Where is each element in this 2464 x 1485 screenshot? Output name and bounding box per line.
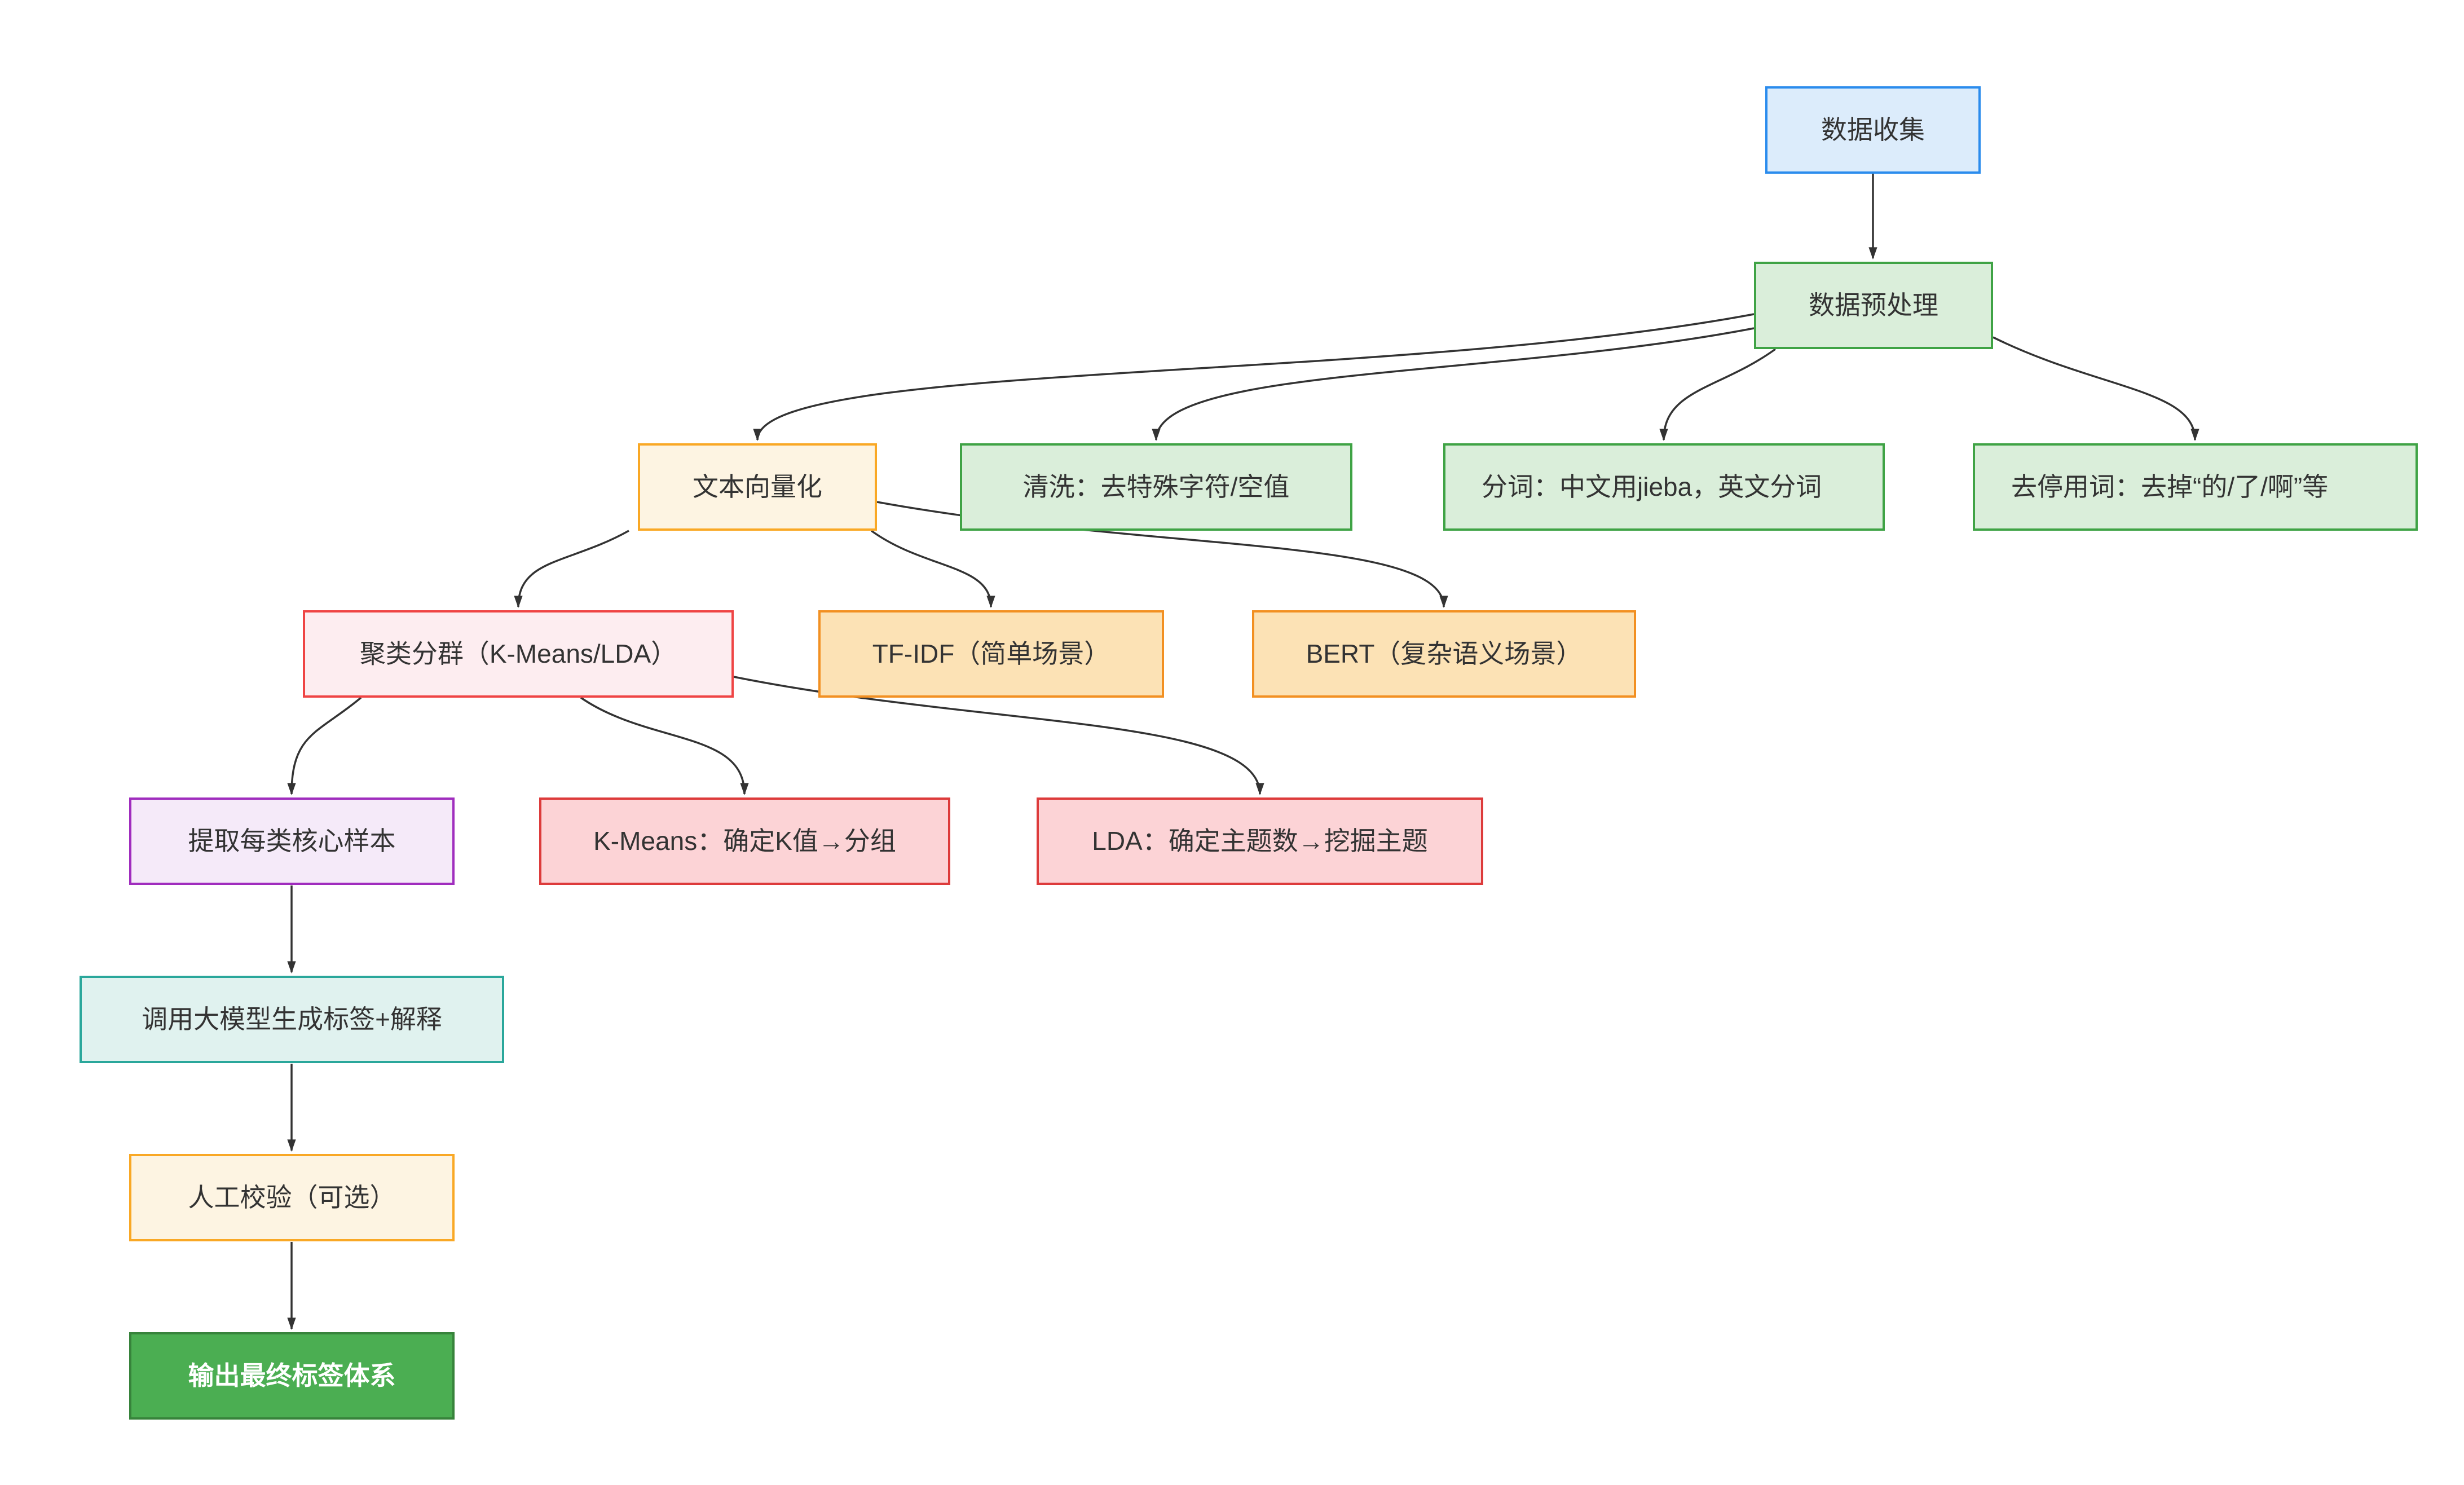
node-label: 调用大模型生成标签+解释 xyxy=(142,1004,442,1034)
node-label: BERT（复杂语义场景） xyxy=(1306,638,1583,668)
edge-preprocess-to-clean xyxy=(1152,327,1755,442)
node-llm: 调用大模型生成标签+解释 xyxy=(80,976,504,1063)
node-label: K-Means：确定K值→分组 xyxy=(593,826,896,856)
node-collect: 数据收集 xyxy=(1765,86,1981,174)
node-label: 数据收集 xyxy=(1821,114,1925,144)
node-label: 人工校验（可选） xyxy=(188,1182,396,1212)
node-label: 分词：中文用jieba，英文分词 xyxy=(1482,472,1822,501)
edge-cluster-to-samples xyxy=(287,697,362,796)
node-clean: 清洗：去特殊字符/空值 xyxy=(960,443,1352,531)
edge-vectorize-to-tfidf xyxy=(870,530,995,609)
node-label: 聚类分群（K-Means/LDA） xyxy=(359,638,677,668)
node-samples: 提取每类核心样本 xyxy=(129,797,455,885)
node-label: 提取每类核心样本 xyxy=(188,826,396,856)
node-vectorize: 文本向量化 xyxy=(638,443,877,531)
node-label: LDA：确定主题数→挖掘主题 xyxy=(1092,826,1428,856)
node-label: 文本向量化 xyxy=(693,472,822,501)
node-label: 去停用词：去掉“的/了/啊”等 xyxy=(2011,472,2329,501)
node-stopwords: 去停用词：去掉“的/了/啊”等 xyxy=(1973,443,2418,531)
node-label: 清洗：去特殊字符/空值 xyxy=(1022,472,1290,501)
node-bert: BERT（复杂语义场景） xyxy=(1252,610,1636,698)
node-cluster: 聚类分群（K-Means/LDA） xyxy=(303,610,734,698)
node-label: 数据预处理 xyxy=(1809,290,1938,320)
node-lda: LDA：确定主题数→挖掘主题 xyxy=(1037,797,1483,885)
edge-cluster-to-kmeans xyxy=(580,697,749,796)
edge-preprocess-to-stopwords xyxy=(1993,336,2199,442)
node-kmeans: K-Means：确定K值→分组 xyxy=(539,797,950,885)
node-label: 输出最终标签体系 xyxy=(188,1360,396,1390)
edge-preprocess-to-vectorize xyxy=(753,313,1755,442)
node-label: TF-IDF（简单场景） xyxy=(872,638,1110,668)
node-output: 输出最终标签体系 xyxy=(129,1332,455,1420)
node-segment: 分词：中文用jieba，英文分词 xyxy=(1443,443,1885,531)
node-tfidf: TF-IDF（简单场景） xyxy=(818,610,1164,698)
edge-preprocess-to-segment xyxy=(1659,348,1777,442)
node-review: 人工校验（可选） xyxy=(129,1154,455,1241)
node-preprocess: 数据预处理 xyxy=(1754,262,1993,349)
edge-vectorize-to-cluster xyxy=(514,530,629,609)
